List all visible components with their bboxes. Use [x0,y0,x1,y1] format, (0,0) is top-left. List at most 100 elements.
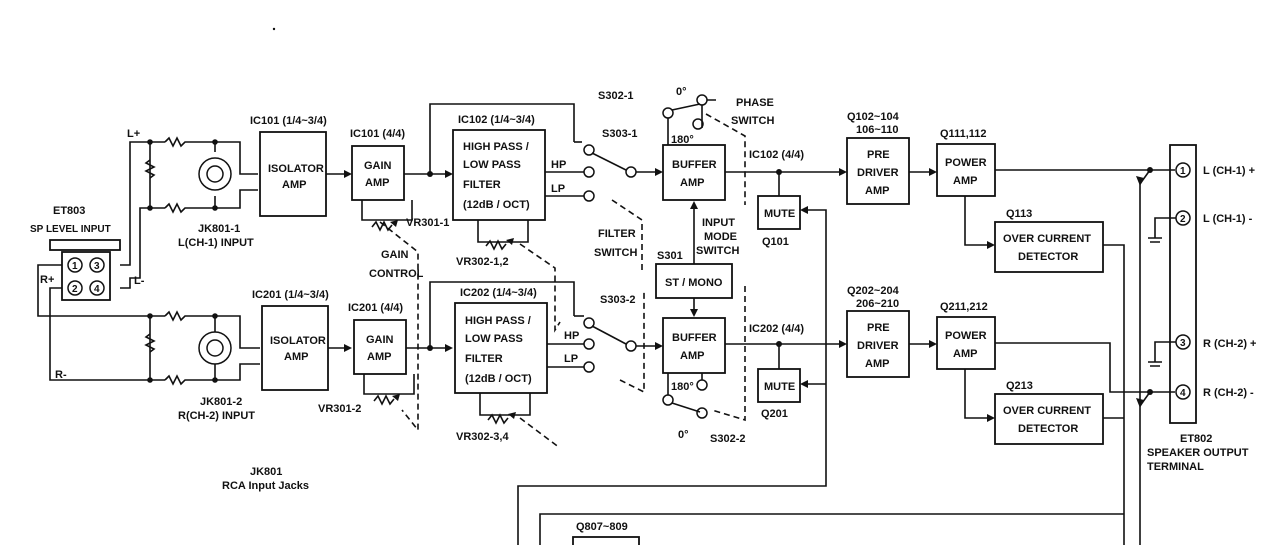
filter-r-line1: HIGH PASS / [465,315,531,327]
out-l-minus-label: L (CH-1) - [1203,213,1253,225]
gain-control-label-b: CONTROL [369,268,424,280]
out-pin-1: 1 [1180,166,1186,177]
gain-amp-l-line1: GAIN [364,160,392,172]
filter-l-line1: HIGH PASS / [463,141,529,153]
q102-label-b: 106~110 [856,124,899,136]
predriver-l-line1: PRE [867,149,890,161]
filter-r [454,302,548,394]
ocd-l [994,221,1104,273]
predriver-l-line2: DRIVER [857,167,899,179]
power-amp-r-line1: POWER [945,330,987,342]
jk801-2-label: JK801-2 [200,396,242,408]
input-mode-label-c: SWITCH [696,245,739,257]
predriver-l-line3: AMP [865,185,889,197]
buffer-amp-l-line2: AMP [680,177,704,189]
predriver-r-line1: PRE [867,322,890,334]
vr302-3-4-label: VR302-3,4 [456,431,509,443]
deg0-label-r: 0° [678,429,689,441]
power-amp-l-line2: AMP [953,175,977,187]
sp-level-input-label: SP LEVEL INPUT [30,224,111,235]
out-pin-3: 3 [1180,338,1186,349]
ic202-filter-label: IC202 (1/4~3/4) [460,287,537,299]
filter-switch-label-b: SWITCH [594,247,637,259]
isolator-amp-r-line1: ISOLATOR [270,335,326,347]
ocd-r-line2: DETECTOR [1018,423,1078,435]
buffer-amp-l-line1: BUFFER [672,159,717,171]
vr301-1-label: VR301-1 [406,217,449,229]
right-input-section: JK801-2 R(CH-2) INPUT JK801 RCA Input Ja… [144,310,309,492]
et803-label: ET803 [53,205,85,217]
predriver-r-line3: AMP [865,358,889,370]
et802-sub-a: SPEAKER OUTPUT [1147,447,1249,459]
hp-label-l: HP [551,159,566,171]
q111-label: Q111,112 [940,128,987,140]
jk801-2-sub: R(CH-2) INPUT [178,410,255,422]
ic101-iso-label: IC101 (1/4~3/4) [250,115,327,127]
et803-pin-1: 1 [72,261,78,272]
ic101-gain-label: IC101 (4/4) [350,128,405,140]
hp-label-r: HP [564,330,579,342]
phase-switch-label-b: SWITCH [731,115,774,127]
q201-label: Q201 [761,408,788,420]
s301-label: S301 [657,250,683,262]
s302-1-label: S302-1 [598,90,633,102]
buffer-amp-r-line2: AMP [680,350,704,362]
ocd-l-line1: OVER CURRENT [1003,233,1091,245]
ic201-iso-label: IC201 (1/4~3/4) [252,289,329,301]
jk801-label: JK801 [250,466,282,478]
ic201-gain-label: IC201 (4/4) [348,302,403,314]
power-amp-r-line2: AMP [953,348,977,360]
l-plus-label: L+ [127,128,140,140]
ocd-l-line2: DETECTOR [1018,251,1078,263]
gain-amp-r-line1: GAIN [366,334,394,346]
out-pin-2: 2 [1180,214,1186,225]
left-input-section: JK801-1 L(CH-1) INPUT [144,136,258,249]
filter-l-line3: FILTER [463,179,501,191]
q807-label: Q807~809 [576,521,628,533]
gain-amp-l [351,145,405,201]
jk801-1-sub: L(CH-1) INPUT [178,237,254,249]
ic202-buf-label: IC202 (4/4) [749,323,804,335]
lp-label-l: LP [551,183,565,195]
q211-label: Q211,212 [940,301,988,313]
s302-2-label: S302-2 [710,433,745,445]
power-amp-l [936,143,996,197]
input-mode-label-b: MODE [704,231,737,243]
l-minus-label: L- [134,275,145,287]
s303-1-label: S303-1 [602,128,637,140]
et802-sub-b: TERMINAL [1147,461,1204,473]
q101-label: Q101 [762,236,789,248]
phase-switch-label-a: PHASE [736,97,774,109]
q213-label: Q213 [1006,380,1033,392]
isolator-amp-l [259,131,327,217]
predriver-r [846,310,910,378]
buffer-amp-r-line1: BUFFER [672,332,717,344]
out-r-plus-label: R (CH-2) + [1203,338,1256,350]
lp-label-r: LP [564,353,578,365]
r-minus-label: R- [55,369,67,381]
ic102-buf-label: IC102 (4/4) [749,149,804,161]
mute-r [757,368,801,403]
sp-level-input-terminal: ET803 SP LEVEL INPUT 1 3 2 4 R+ L- L+ R- [30,128,145,381]
filter-r-line2: LOW PASS [465,333,523,345]
deg0-label-l: 0° [676,86,687,98]
q202-label-b: 206~210 [856,298,899,310]
q102-label-a: Q102~104 [847,111,900,123]
vr302-1-2-label: VR302-1,2 [456,256,509,268]
filter-switch-label-a: FILTER [598,228,636,240]
filter-r-line3: FILTER [465,353,503,365]
jk801-sub: RCA Input Jacks [222,480,309,492]
speaker-output-terminal [1169,144,1197,424]
filter-l [452,129,546,221]
isolator-amp-l-line2: AMP [282,179,306,191]
filter-r-line4: (12dB / OCT) [465,373,532,385]
jk801-1-label: JK801-1 [198,223,240,235]
gain-amp-l-line2: AMP [365,177,389,189]
ocd-r-line1: OVER CURRENT [1003,405,1091,417]
out-pin-4: 4 [1180,388,1186,399]
mute-l [757,195,801,230]
st-mono-label: ST / MONO [665,277,723,289]
q202-label-a: Q202~204 [847,285,900,297]
gain-control-label-a: GAIN [381,249,409,261]
vr301-2-label: VR301-2 [318,403,361,415]
